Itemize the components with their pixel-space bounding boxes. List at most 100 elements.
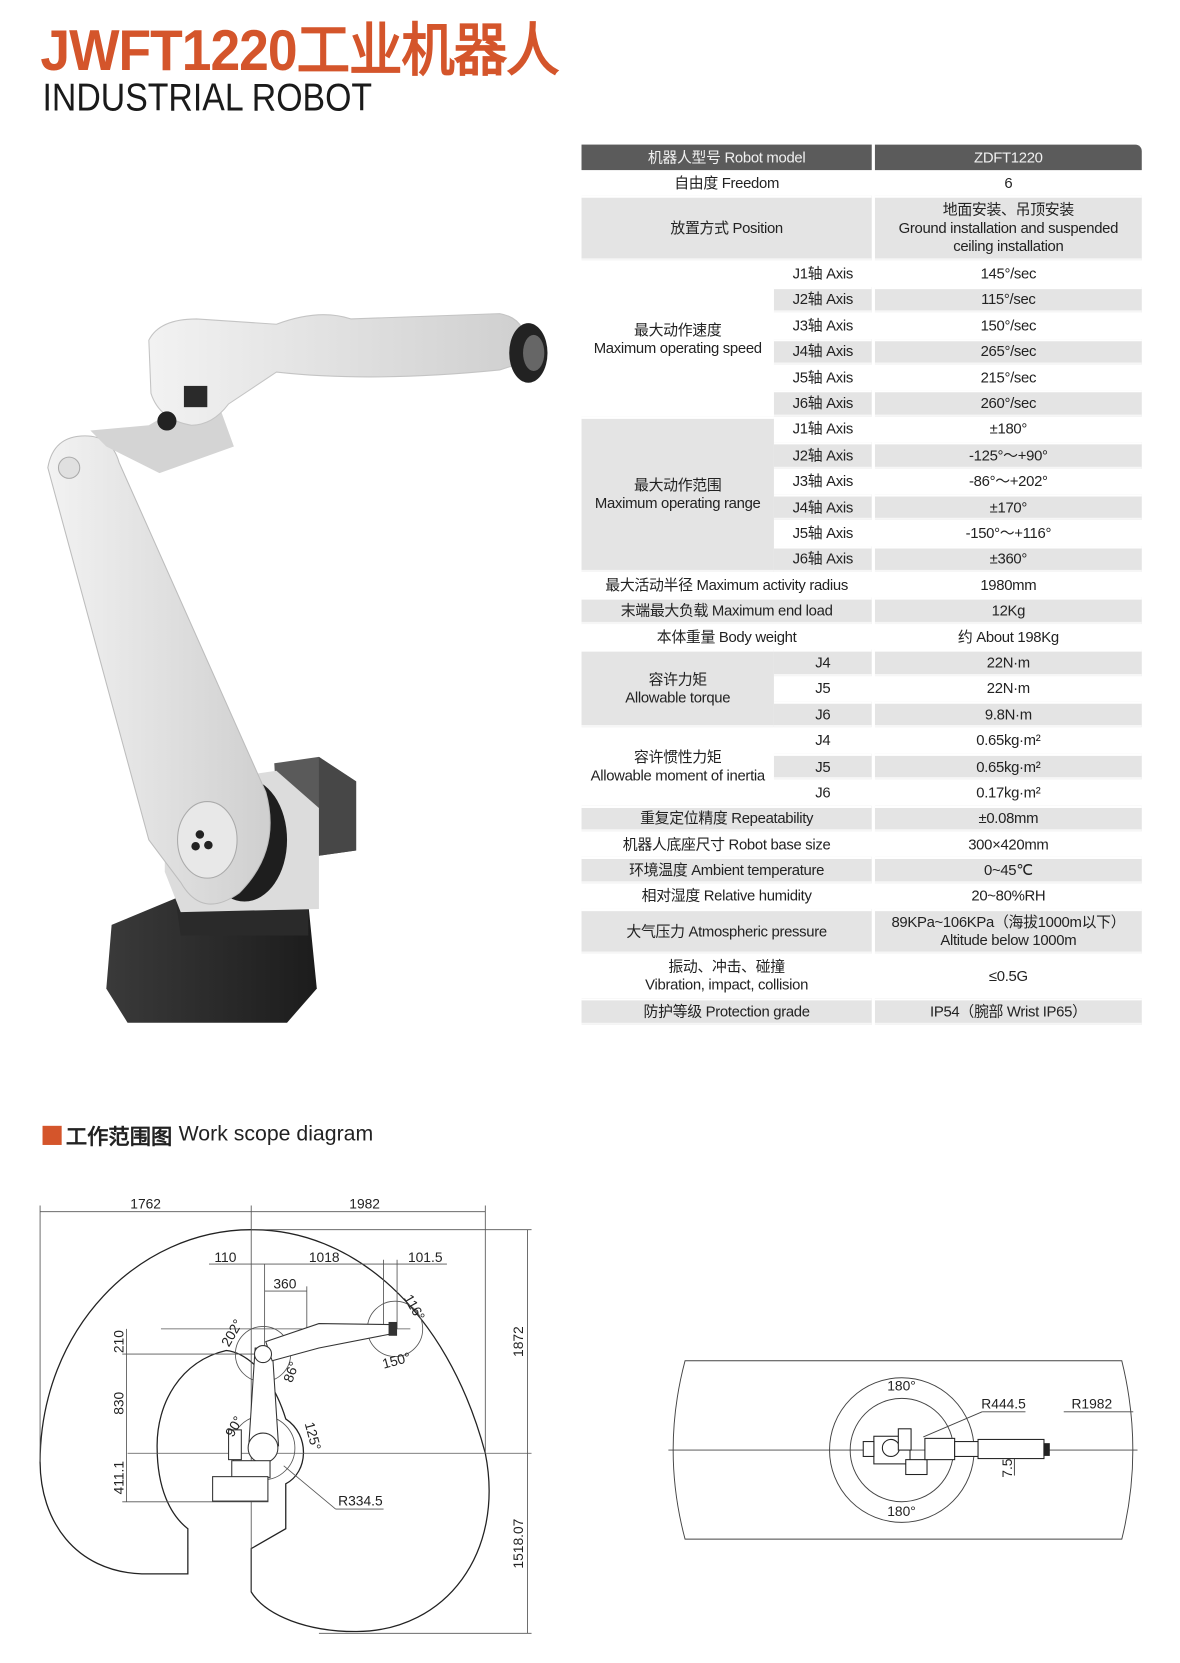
dim-101-5: 101.5 xyxy=(408,1249,443,1265)
cell-text-line: 大气压力 Atmospheric pressure xyxy=(626,922,827,940)
side-view-work-scope-diagram: 1762 1982 110 1018 101.5 360 210 830 411… xyxy=(39,1196,532,1634)
cell-text-line: Allowable torque xyxy=(625,688,731,706)
cell-text-line: 末端最大负载 Maximum end load xyxy=(620,601,833,619)
cell-text-line: Maximum operating range xyxy=(594,494,761,512)
spec-axis-label: J2轴 Axis xyxy=(773,286,872,313)
spec-value: -86°～+202° xyxy=(969,472,1048,490)
dim-1018: 1018 xyxy=(309,1249,340,1265)
spec-axis-label: J2轴 Axis xyxy=(773,442,872,469)
dim-411-1: 411.1 xyxy=(110,1461,126,1495)
spec-value: ±180° xyxy=(989,420,1028,438)
spec-axis-label: J6轴 Axis xyxy=(773,546,872,573)
spec-value: 0.65kg·m² xyxy=(976,731,1041,749)
spec-value: 215°/sec xyxy=(980,368,1037,386)
spec-value: 22N·m xyxy=(874,649,1142,676)
spec-value: -150°～+116° xyxy=(965,524,1052,542)
section-title-en: Work scope diagram xyxy=(178,1122,374,1147)
cell-text-line: 容许力矩 xyxy=(648,670,708,688)
spec-label: 最大活动半径 Maximum activity radius xyxy=(582,572,872,598)
section-title-cn: 工作范围图 xyxy=(65,1125,173,1150)
spec-value: 22N·m xyxy=(986,679,1030,697)
spec-label: 末端最大负载 Maximum end load xyxy=(581,597,872,624)
dim-360: 360 xyxy=(273,1275,296,1291)
cell-text-line: 300×420mm xyxy=(968,835,1049,853)
spec-value: 115°/sec xyxy=(874,286,1142,313)
top-view-work-scope-diagram: 180° 180° R444.5 R1982 7.5 xyxy=(668,1360,1138,1540)
spec-value: 260°/sec xyxy=(874,390,1142,417)
spec-value: 0.65kg·m² xyxy=(874,753,1142,780)
dim-1518-07: 1518.07 xyxy=(510,1519,526,1569)
cell-text-line: 0~45℃ xyxy=(984,861,1033,879)
spec-axis-label: J5轴 Axis xyxy=(792,524,854,542)
offset-7-5: 7.5 xyxy=(999,1458,1015,1478)
cell-text-line: 地面安装、吊顶安装 xyxy=(942,201,1074,219)
cell-text-line: 最大动作范围 xyxy=(634,476,722,494)
cell-text-line: 容许惯性力矩 xyxy=(634,748,722,766)
radius-444-5: R444.5 xyxy=(981,1396,1026,1412)
cell-text-line: Altitude below 1000m xyxy=(940,931,1077,949)
radius-334-5: R334.5 xyxy=(338,1492,383,1508)
spec-label: 机器人底座尺寸 Robot base size xyxy=(582,831,872,857)
spec-value: 0.17kg·m² xyxy=(976,783,1041,801)
cell-text-line: Vibration, impact, collision xyxy=(645,976,809,994)
cell-text-line: 放置方式 Position xyxy=(670,219,783,237)
spec-value: 265°/sec xyxy=(874,338,1142,365)
cell-text-line: 89KPa~106KPa（海拔1000m以下） xyxy=(891,913,1126,931)
angle-150: 150° xyxy=(380,1349,412,1372)
robot-upper-arm xyxy=(90,313,528,474)
spec-value: ±0.08mm xyxy=(874,805,1142,832)
robot-product-image xyxy=(47,313,548,1023)
spec-value: 300×420mm xyxy=(875,831,1142,857)
angle-125: 125° xyxy=(302,1420,325,1452)
dim-1982: 1982 xyxy=(349,1196,380,1212)
top-view-robot xyxy=(862,1428,1050,1476)
spec-label: 环境温度 Ambient temperature xyxy=(581,857,872,884)
cell-text-line: 本体重量 Body weight xyxy=(656,627,797,645)
spec-value: 9.8N·m xyxy=(874,701,1142,728)
cell-text-line: 最大活动半径 Maximum activity radius xyxy=(605,575,848,593)
spec-value: 20~80%RH xyxy=(875,883,1142,909)
cell-text-line: ≤0.5G xyxy=(988,967,1028,985)
cell-text-line: 最大动作速度 xyxy=(634,320,722,338)
cell-text-line: 环境温度 Ambient temperature xyxy=(629,861,825,879)
dim-1872: 1872 xyxy=(510,1326,526,1357)
spec-axis-label: J1轴 Axis xyxy=(792,264,854,282)
spec-axis-label: J6轴 Axis xyxy=(773,390,872,417)
dim-210: 210 xyxy=(110,1330,126,1353)
cell-text-line: 机器人底座尺寸 Robot base size xyxy=(622,835,831,853)
cell-text-line: 1980mm xyxy=(980,575,1037,593)
spec-value: ±360° xyxy=(874,546,1142,573)
spec-axis-label: J6 xyxy=(815,783,831,801)
spec-value: ±170° xyxy=(874,494,1142,521)
cell-text-line: 防护等级 Protection grade xyxy=(643,1002,811,1020)
cell-text-line: Maximum operating speed xyxy=(593,338,762,356)
cell-text-line: Allowable moment of inertia xyxy=(590,766,766,784)
robot-schematic xyxy=(212,1321,398,1502)
spec-value: 约 About 198Kg xyxy=(875,624,1142,650)
spec-axis-label: J4 xyxy=(773,649,872,676)
spec-value: ≤0.5G xyxy=(875,954,1142,999)
angle-202: 202° xyxy=(218,1316,246,1349)
spec-header-label: 机器人型号 Robot model xyxy=(581,144,872,171)
spec-axis-label: J4 xyxy=(815,731,831,749)
cell-text-line: ceiling installation xyxy=(953,237,1064,255)
spec-label: 重复定位精度 Repeatability xyxy=(581,805,872,832)
angle-180-top: 180° xyxy=(887,1378,916,1394)
spec-axis-label: J3轴 Axis xyxy=(792,472,854,490)
cell-text-line: ±0.08mm xyxy=(978,809,1039,827)
section-marker-icon xyxy=(42,1125,62,1145)
angle-116: 116° xyxy=(401,1291,429,1323)
cell-text-line: 相对湿度 Relative humidity xyxy=(641,887,812,905)
top-view-labels: 180° 180° R444.5 R1982 7.5 xyxy=(887,1378,1112,1519)
spec-value: 1980mm xyxy=(875,572,1142,598)
spec-label: 自由度 Freedom xyxy=(582,170,872,196)
cell-text-line: IP54（腕部 Wrist IP65） xyxy=(930,1002,1087,1020)
spec-axis-label: J3轴 Axis xyxy=(792,316,854,334)
spec-axis-label: J5 xyxy=(815,679,831,697)
spec-axis-label: J1轴 Axis xyxy=(792,420,854,438)
spec-axis-label: J4轴 Axis xyxy=(773,338,872,365)
